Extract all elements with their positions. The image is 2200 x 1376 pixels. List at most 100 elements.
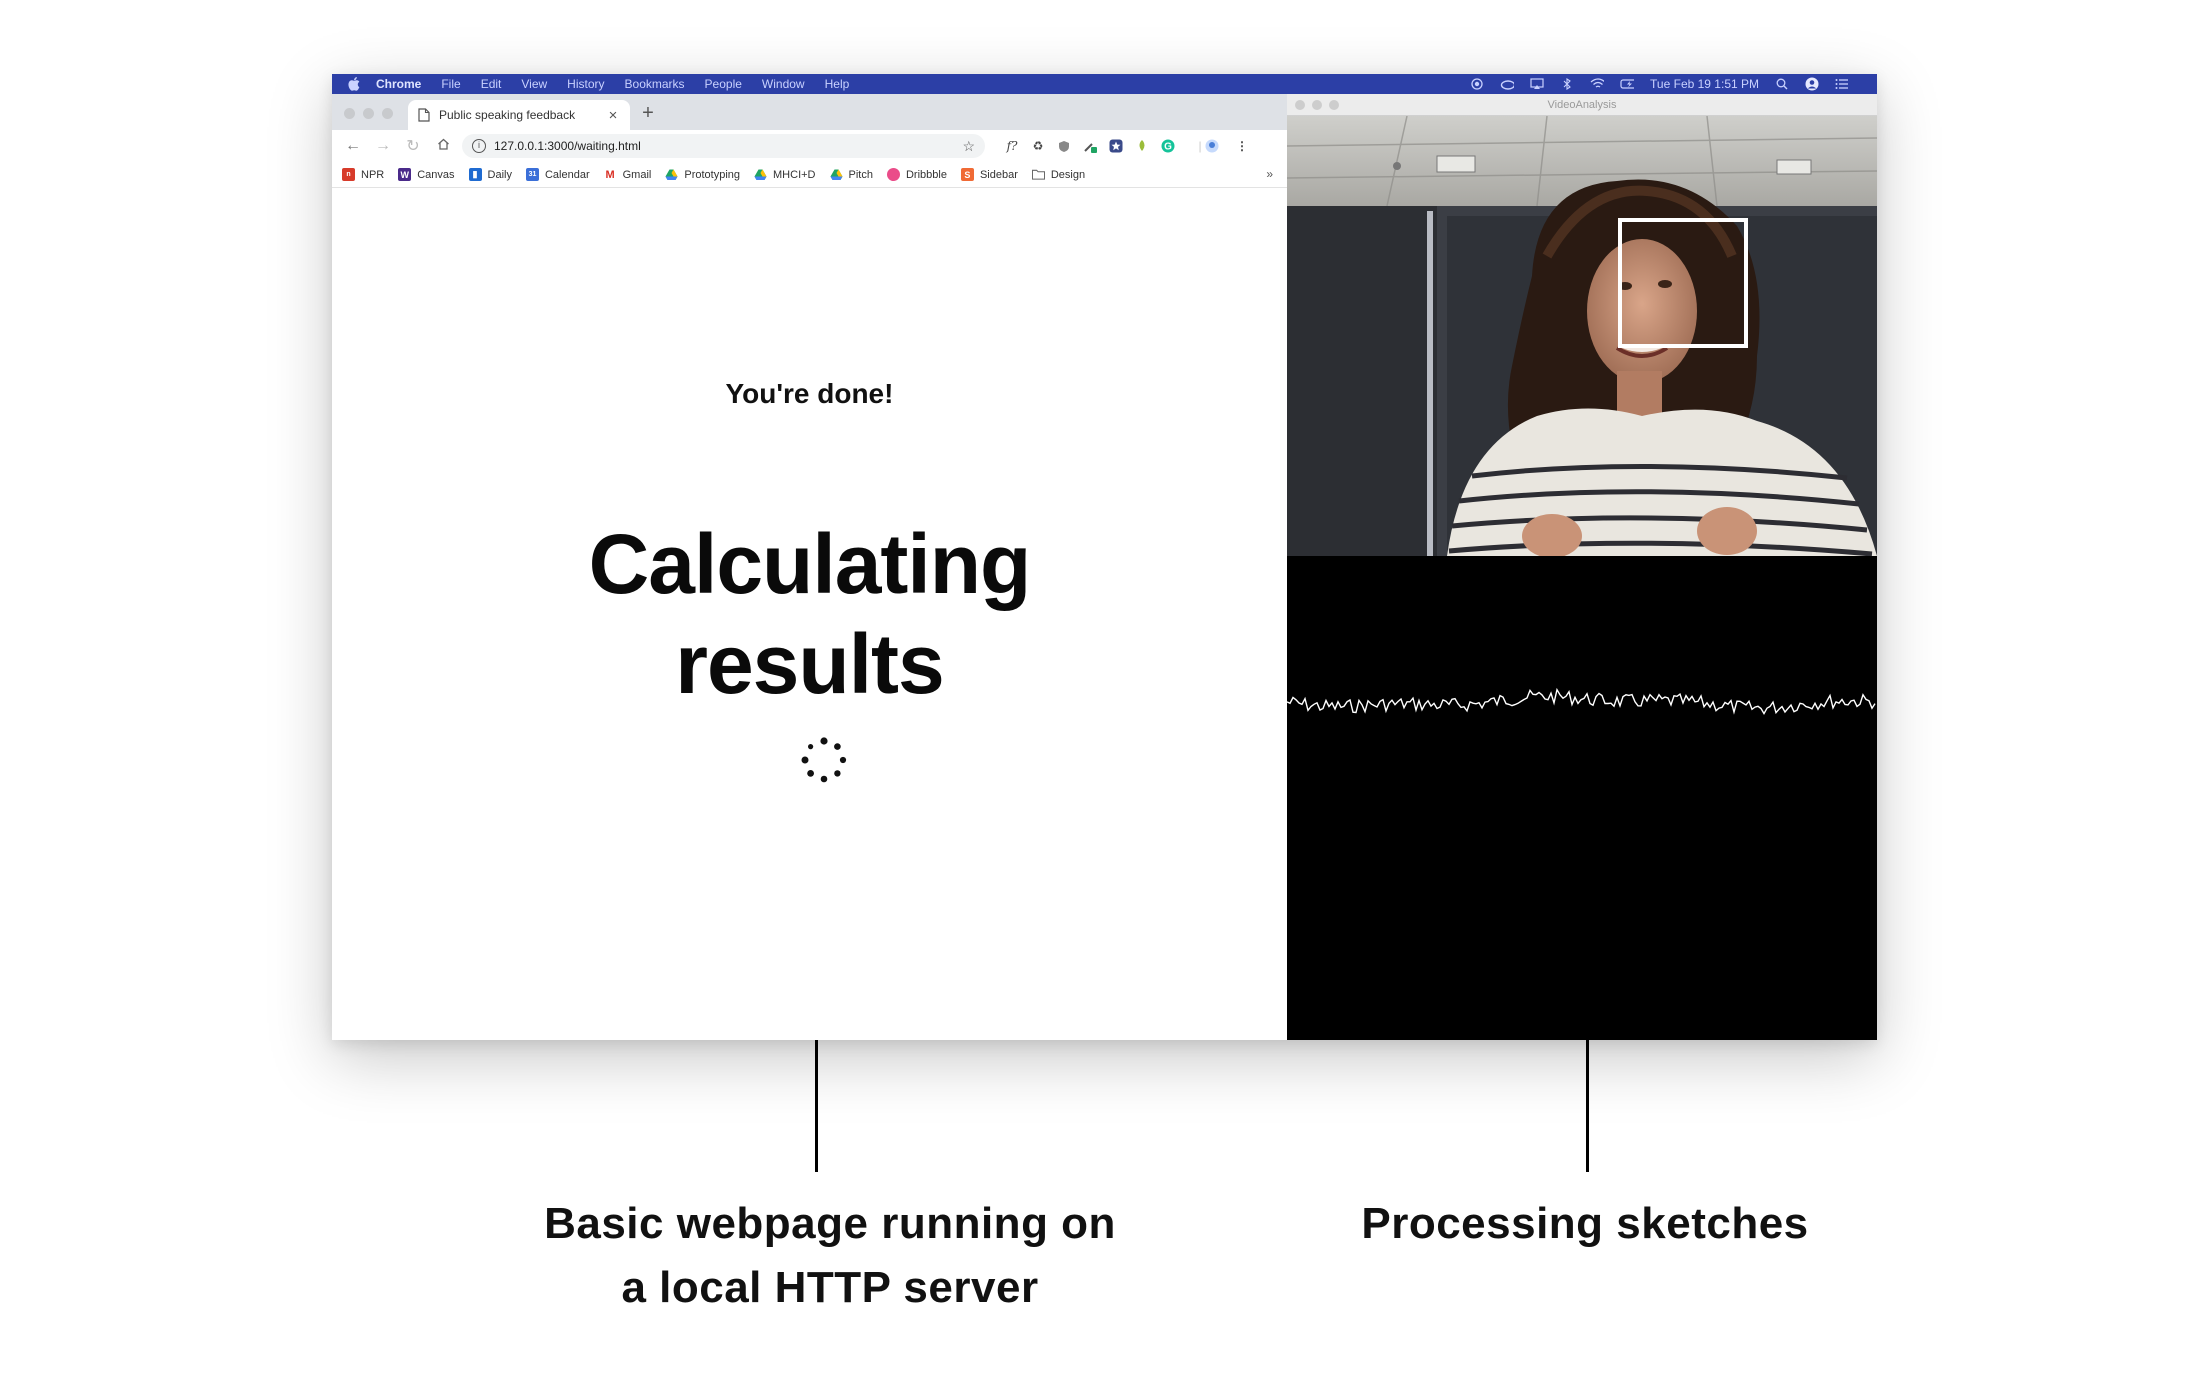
- chrome-browser-window: Public speaking feedback × + ← → ↻ i 127…: [332, 94, 1287, 1040]
- window-controls: [344, 108, 393, 119]
- left-callout-line: [815, 1040, 818, 1172]
- cloud-icon[interactable]: [1500, 78, 1515, 90]
- eyedropper-extension-icon[interactable]: [1080, 136, 1100, 156]
- leaf-extension-icon[interactable]: [1132, 136, 1152, 156]
- wifi-icon[interactable]: [1590, 78, 1605, 90]
- left-caption-line2: a local HTTP server: [621, 1263, 1039, 1312]
- browser-toolbar: ← → ↻ i 127.0.0.1:3000/waiting.html ☆ f?…: [332, 130, 1287, 162]
- bookmark-prototyping[interactable]: Prototyping: [665, 168, 740, 181]
- waveform-line: [1286, 687, 1876, 716]
- calculating-heading: Calculating results: [332, 514, 1287, 714]
- menu-people[interactable]: People: [704, 77, 742, 91]
- done-heading: You're done!: [725, 378, 894, 409]
- bookmark-label: Prototyping: [684, 168, 741, 181]
- bookmark-label: MHCI+D: [773, 168, 816, 181]
- tab-strip: Public speaking feedback × +: [332, 94, 1287, 130]
- bookmarks-overflow-button[interactable]: »: [1266, 167, 1273, 181]
- bookmark-label: Gmail: [622, 168, 652, 181]
- video-window-controls: [1295, 100, 1339, 110]
- left-caption: Basic webpage running on a local HTTP se…: [480, 1192, 1180, 1320]
- forward-arrow-icon[interactable]: →: [375, 137, 391, 154]
- bookmark-design[interactable]: Design: [1031, 168, 1086, 181]
- new-tab-button[interactable]: +: [642, 102, 654, 124]
- minimize-window-button[interactable]: [1312, 100, 1322, 110]
- shield-extension-icon[interactable]: [1054, 136, 1074, 156]
- airplay-icon[interactable]: [1530, 78, 1544, 90]
- calculating-heading-line1: Calculating: [588, 517, 1032, 611]
- minimize-window-button[interactable]: [363, 108, 374, 119]
- bookmark-label: Calendar: [544, 168, 590, 181]
- zoom-window-button[interactable]: [1329, 100, 1339, 110]
- document-icon: [418, 108, 430, 122]
- bookmark-label: Sidebar: [979, 168, 1018, 181]
- battery-icon[interactable]: [1620, 78, 1635, 90]
- menu-chrome[interactable]: Chrome: [376, 77, 422, 91]
- user-avatar-icon[interactable]: [1805, 77, 1819, 91]
- webcam-feed: [1287, 116, 1877, 556]
- bookmark-label: Design: [1050, 168, 1086, 181]
- bookmark-gmail[interactable]: M Gmail: [603, 168, 652, 181]
- address-bar[interactable]: i 127.0.0.1:3000/waiting.html ☆: [462, 134, 985, 158]
- gmail-icon: M: [603, 168, 617, 181]
- close-window-button[interactable]: [1295, 100, 1305, 110]
- calculating-heading-line2: results: [675, 617, 944, 711]
- sidebar-icon: S: [960, 168, 974, 181]
- home-icon[interactable]: [428, 137, 458, 155]
- menu-view[interactable]: View: [521, 77, 548, 91]
- right-caption: Processing sketches: [1361, 1199, 1809, 1248]
- calendar-icon: 31: [525, 168, 539, 181]
- bookmark-mhcid[interactable]: MHCI+D: [754, 168, 816, 181]
- grammarly-icon[interactable]: G: [1158, 136, 1178, 156]
- npr-icon: n: [342, 168, 355, 181]
- canvas-icon: W: [398, 168, 412, 181]
- site-info-icon[interactable]: i: [472, 139, 486, 153]
- bookmark-calendar[interactable]: 31 Calendar: [525, 168, 590, 181]
- profile-icon[interactable]: [1202, 136, 1222, 156]
- bookmark-daily[interactable]: ▮Daily: [468, 168, 512, 181]
- bookmark-label: Dribbble: [905, 168, 947, 181]
- bookmark-npr[interactable]: n NPR: [342, 168, 384, 181]
- google-drive-icon: [754, 168, 767, 181]
- close-tab-icon[interactable]: ×: [608, 106, 618, 124]
- back-arrow-icon[interactable]: ←: [345, 137, 361, 154]
- screenshot-composite: Chrome File Edit View History Bookmarks …: [332, 74, 1877, 1040]
- bookmark-pitch[interactable]: Pitch: [830, 168, 873, 181]
- reload-icon[interactable]: ↻: [406, 138, 420, 155]
- spotlight-search-icon[interactable]: [1775, 78, 1789, 90]
- trello-icon: ▮: [468, 168, 482, 181]
- tab-title: Public speaking feedback: [439, 108, 576, 122]
- formula-extension-icon[interactable]: f?: [1006, 139, 1018, 153]
- zoom-window-button[interactable]: [382, 108, 393, 119]
- menu-history[interactable]: History: [567, 77, 605, 91]
- menu-bar-clock[interactable]: Tue Feb 19 1:51 PM: [1650, 77, 1759, 91]
- right-callout-line: [1586, 1040, 1589, 1172]
- bookmark-dribbble[interactable]: Dribbble: [886, 168, 947, 181]
- menu-bar-status-area: Tue Feb 19 1:51 PM: [1470, 74, 1849, 94]
- menu-edit[interactable]: Edit: [480, 77, 502, 91]
- bookmark-canvas[interactable]: W Canvas: [398, 168, 455, 181]
- google-drive-icon: [830, 168, 843, 181]
- menu-bookmarks[interactable]: Bookmarks: [624, 77, 685, 91]
- apple-icon[interactable]: [346, 76, 362, 92]
- close-window-button[interactable]: [344, 108, 355, 119]
- bookmark-star-icon[interactable]: ☆: [962, 137, 975, 154]
- menu-help[interactable]: Help: [824, 77, 850, 91]
- bookmark-sidebar[interactable]: S Sidebar: [960, 168, 1018, 181]
- record-icon[interactable]: [1470, 78, 1484, 90]
- audio-waveform: [1286, 687, 1876, 716]
- star-extension-icon[interactable]: [1106, 136, 1126, 156]
- bookmarks-bar: n NPR W Canvas ▮Daily 31 Calendar M Gmail Pr…: [332, 162, 1287, 188]
- bookmark-label: Canvas: [417, 168, 455, 181]
- tab-public-speaking-feedback[interactable]: Public speaking feedback ×: [408, 100, 630, 130]
- menu-file[interactable]: File: [441, 77, 461, 91]
- video-window-titlebar: VideoAnalysis: [1287, 94, 1877, 116]
- bluetooth-icon[interactable]: [1560, 78, 1574, 90]
- menu-window[interactable]: Window: [761, 77, 805, 91]
- svg-text:G: G: [1164, 142, 1172, 153]
- bookmark-label: NPR: [361, 168, 385, 181]
- video-window-title: VideoAnalysis: [1547, 99, 1617, 111]
- recycle-extension-icon[interactable]: ♻: [1032, 139, 1044, 153]
- notification-center-icon[interactable]: [1835, 78, 1849, 90]
- chrome-menu-icon[interactable]: ⋮: [1236, 139, 1248, 153]
- folder-icon: [1031, 168, 1045, 181]
